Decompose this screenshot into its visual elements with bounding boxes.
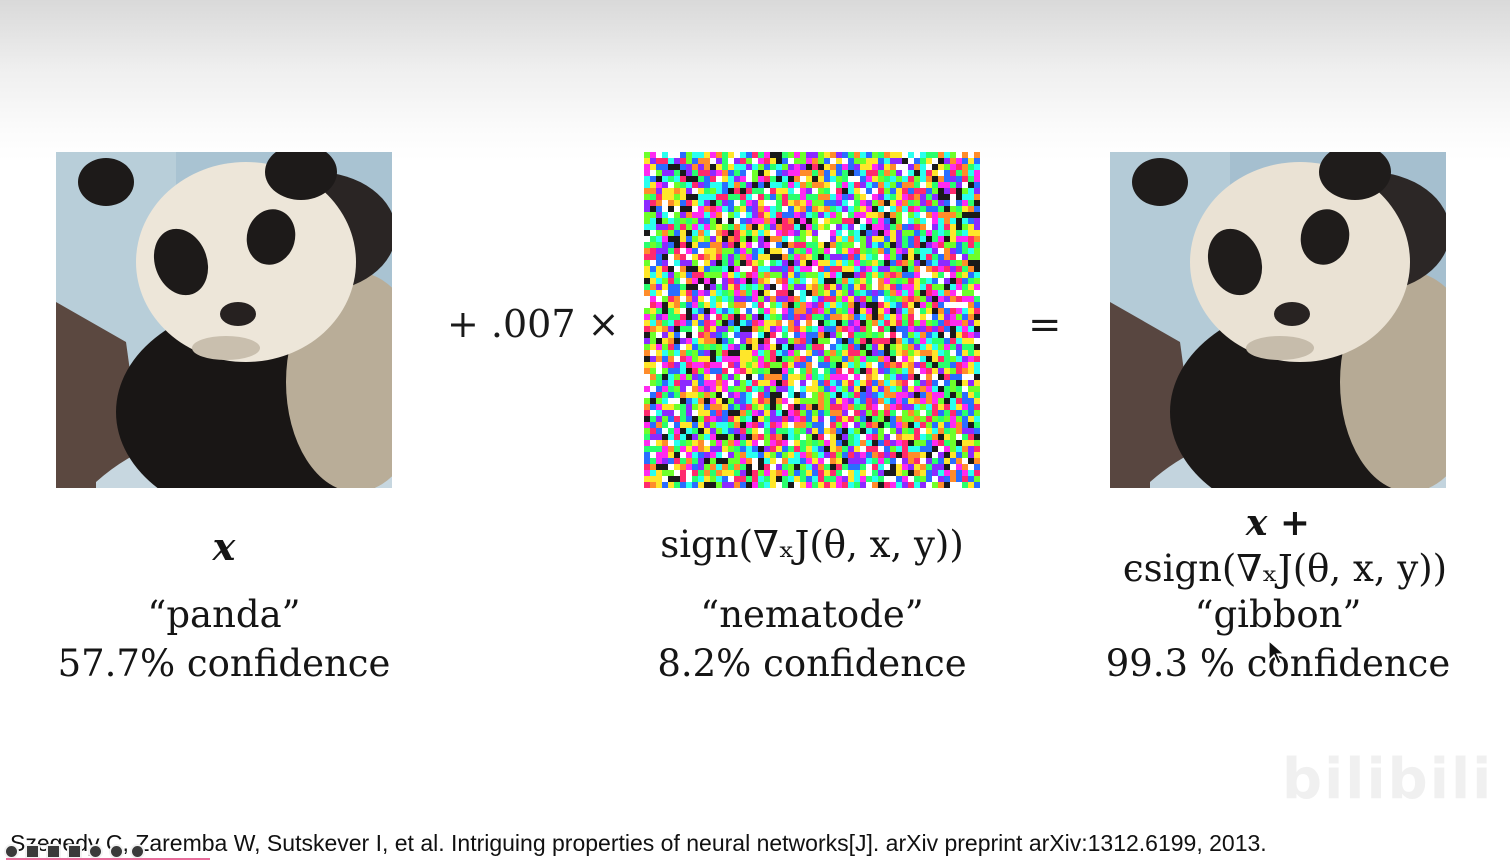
play-icon[interactable] bbox=[4, 843, 19, 859]
adversarial-panda-image bbox=[1110, 152, 1446, 488]
panda-label: “panda” bbox=[147, 593, 301, 636]
gibbon-label: “gibbon” bbox=[1194, 593, 1362, 636]
progress-line bbox=[6, 858, 210, 860]
panda-confidence: 57.7% confidence bbox=[57, 642, 391, 685]
forward-icon[interactable] bbox=[109, 843, 124, 859]
equals-operator: = bbox=[1028, 302, 1062, 348]
formula-x: x bbox=[212, 524, 236, 569]
mouse-cursor-icon bbox=[1268, 639, 1286, 671]
edit-icon[interactable] bbox=[25, 843, 40, 859]
formula-sign-gradient: sign(∇ₓJ(θ, x, y)) bbox=[660, 523, 964, 566]
player-control-icons[interactable] bbox=[4, 840, 214, 862]
noise-image bbox=[644, 152, 980, 488]
list-icon[interactable] bbox=[46, 843, 61, 859]
citation-text: Szegedy C, Zaremba W, Sutskever I, et al… bbox=[10, 830, 1267, 856]
formula-x-plus: x + bbox=[1245, 502, 1311, 544]
screen-icon[interactable] bbox=[67, 843, 82, 859]
nematode-confidence: 8.2% confidence bbox=[657, 642, 967, 685]
nematode-label: “nematode” bbox=[700, 593, 924, 636]
more-icon[interactable] bbox=[130, 843, 145, 859]
bilibili-watermark: bilibili 首发 bbox=[1282, 747, 1510, 812]
formula-epsilon-sign-gradient: ϵsign(∇ₓJ(θ, x, y)) bbox=[1122, 547, 1448, 590]
panda-image bbox=[56, 152, 392, 488]
plus-epsilon-times-operator: + .007 × bbox=[447, 302, 620, 346]
settings-icon[interactable] bbox=[88, 843, 103, 859]
